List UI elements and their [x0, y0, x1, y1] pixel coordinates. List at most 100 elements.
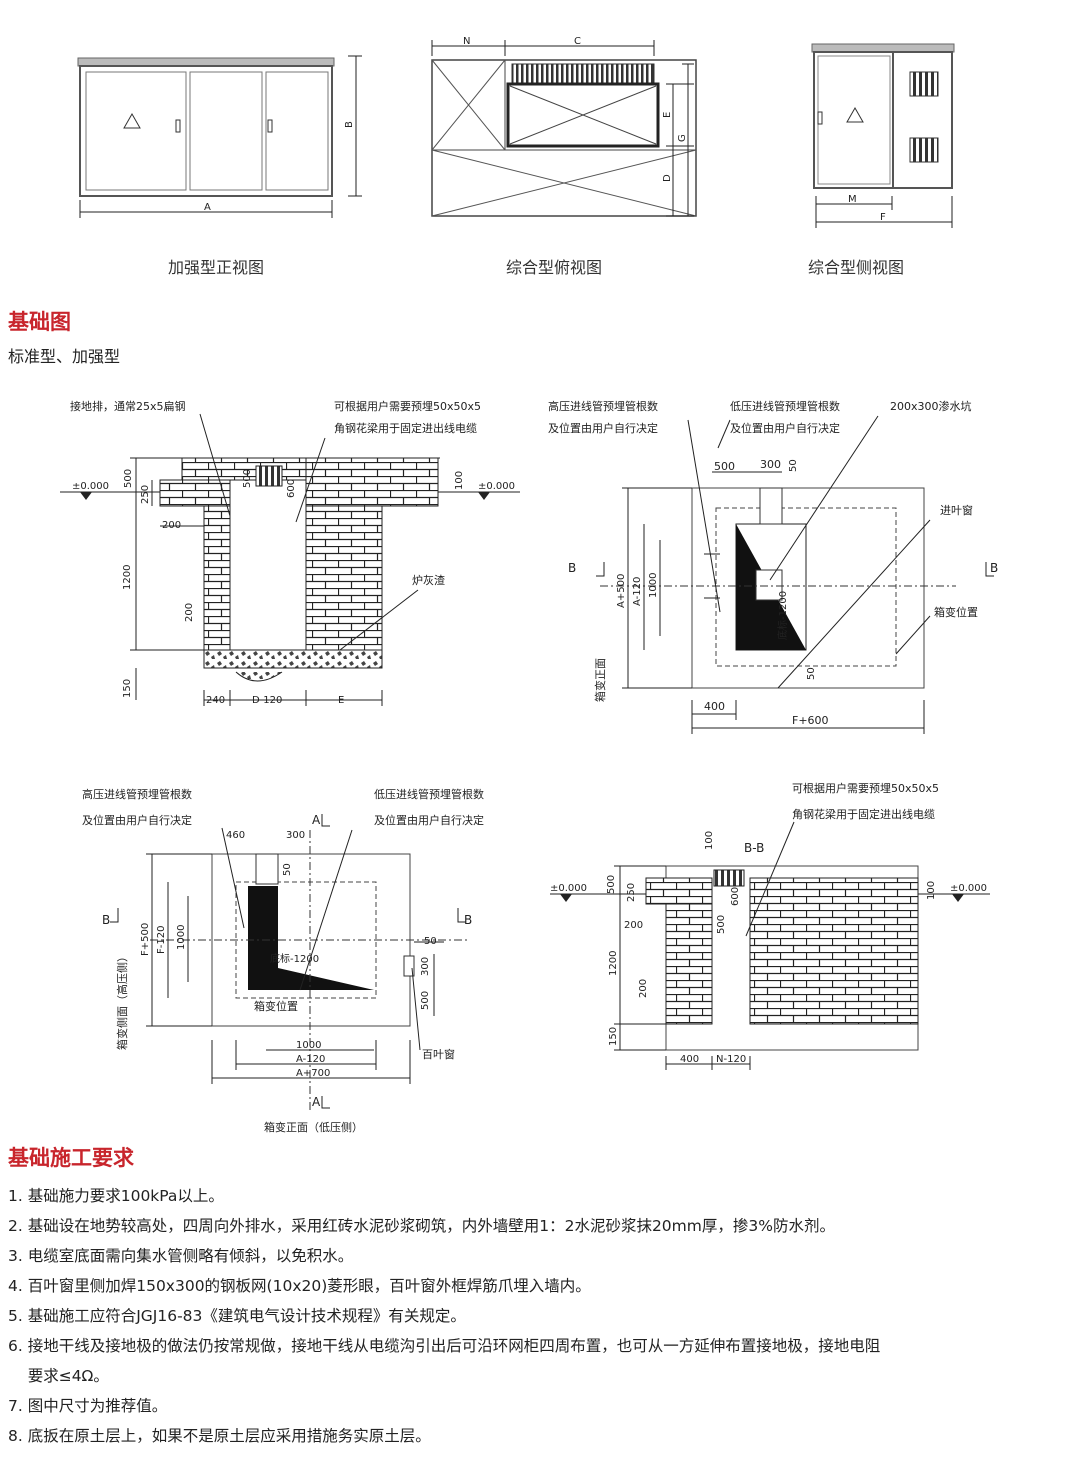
section-diagram-4: 可根据用户需要预埋50x50x5 角钢花梁用于固定进出线电缆 B-B ±0.00…: [550, 781, 990, 1070]
top-dim-g: G: [677, 134, 688, 142]
d3-note-b2: 及位置由用户自行决定: [374, 813, 484, 827]
d3-louver: 百叶窗: [422, 1047, 455, 1061]
d2-bottom-level: 底标-1200: [776, 591, 789, 640]
d2-note-b2: 及位置由用户自行决定: [730, 421, 840, 435]
top-dim-e: E: [662, 112, 673, 118]
d1-dim-250: 250: [140, 485, 151, 504]
requirement-item: 3. 电缆室底面需向集水管侧略有倾斜，以免积水。: [8, 1247, 354, 1265]
d2-dim-400: 400: [704, 700, 725, 713]
d4-dim-400: 400: [680, 1054, 699, 1065]
requirement-item: 8. 底扳在原土层上，如果不是原土层应采用措施务实原土层。: [8, 1427, 431, 1445]
d3-dim-a700: A+700: [296, 1068, 330, 1079]
requirement-item: 要求≤4Ω。: [8, 1367, 109, 1385]
section-title-foundation: 基础图: [8, 310, 71, 334]
d2-dim-50a: 50: [788, 459, 799, 472]
requirement-item: 7. 图中尺寸为推荐值。: [8, 1397, 168, 1415]
d3-dim-1000v: 1000: [176, 925, 187, 950]
d1-dim-240: 240: [206, 695, 225, 706]
d1-dim-500b: 500: [242, 469, 253, 488]
d2-note-c: 200x300渗水坑: [890, 399, 972, 413]
d4-dim-150: 150: [608, 1027, 619, 1046]
d4-note-b1: 可根据用户需要预埋50x50x5: [792, 781, 939, 795]
d3-bottom-level: 底标-1200: [270, 952, 319, 965]
d4-dim-1200: 1200: [608, 951, 619, 976]
d3-dim-460: 460: [226, 830, 245, 841]
d1-dim-200b: 200: [184, 603, 195, 622]
d1-note-a: 接地排，通常25x5扁钢: [70, 399, 186, 413]
d4-dim-200b: 200: [638, 979, 649, 998]
d3-b-right: B: [464, 913, 472, 927]
side-view-drawing: M F: [811, 43, 955, 228]
d3-note-a2: 及位置由用户自行决定: [82, 813, 192, 827]
d3-dim-50a: 50: [282, 863, 293, 876]
plan-diagram-3: 高压进线管预埋管根数 及位置由用户自行决定 低压进线管预埋管根数 及位置由用户自…: [82, 787, 484, 1134]
d2-box-position: 箱变位置: [934, 605, 978, 619]
d2-b-right: B: [990, 561, 998, 575]
front-view-drawing: A B: [77, 55, 362, 218]
requirement-item: 4. 百叶窗里侧加焊150x300的钢板网(10x20)菱形眼，百叶窗外框焊筋爪…: [8, 1277, 591, 1295]
side-dim-m: M: [848, 194, 857, 205]
d2-front-label: 箱变正面: [593, 658, 607, 702]
d2-dim-f600: F+600: [792, 714, 829, 727]
d3-side-view-label: 箱变侧面（高压侧）: [115, 951, 129, 1050]
d3-front-view-label: 箱变正面（低压侧）: [264, 1120, 363, 1134]
section-title-requirements: 基础施工要求: [8, 1146, 134, 1170]
d1-dim-150: 150: [122, 679, 133, 698]
d4-dim-100b: 100: [926, 881, 937, 900]
requirement-item: 5. 基础施工应符合JGJ16-83《建筑电气设计技术规程》有关规定。: [8, 1307, 466, 1325]
side-dim-f: F: [880, 212, 886, 223]
d4-dim-500a: 500: [606, 875, 617, 894]
d3-dim-a120: A-120: [296, 1054, 325, 1065]
requirement-item: 2. 基础设在地势较高处，四周向外排水，采用红砖水泥砂浆砌筑，内外墙壁用1：2水…: [8, 1217, 835, 1235]
d4-dim-500b: 500: [716, 915, 727, 934]
d3-dim-f120: F-120: [156, 926, 167, 954]
d3-dim-500: 500: [420, 991, 431, 1010]
caption-side-view: 综合型侧视图: [808, 258, 905, 277]
d1-note-b2: 角钢花梁用于固定进出线电缆: [334, 421, 477, 435]
d1-note-b1: 可根据用户需要预埋50x50x5: [334, 399, 481, 413]
d3-dim-1000h: 1000: [296, 1040, 321, 1051]
d2-note-a1: 高压进线管预埋管根数: [548, 399, 658, 413]
caption-front-view: 加强型正视图: [168, 258, 265, 277]
d4-note-b2: 角钢花梁用于固定进出线电缆: [792, 807, 935, 821]
caption-top-view: 综合型俯视图: [506, 258, 603, 277]
d3-box-position: 箱变位置: [254, 999, 298, 1013]
section-subtitle: 标准型、加强型: [8, 347, 121, 366]
front-dim-b: B: [344, 121, 355, 128]
d2-louver: 进叶窗: [940, 503, 973, 517]
d4-dim-100a: 100: [704, 831, 715, 850]
requirements-list: 1. 基础施力要求100kPa以上。 2. 基础设在地势较高处，四周向外排水，采…: [8, 1181, 880, 1451]
d1-dim-500a: 500: [123, 469, 134, 488]
d3-dim-50b: 50: [424, 936, 437, 947]
top-view-drawing: N C E G D: [431, 36, 697, 217]
d2-dim-500: 500: [714, 460, 735, 473]
requirement-item: 6. 接地干线及接地极的做法仍按常规做，接地干线从电缆沟引出后可沿环网柜四周布置…: [8, 1337, 881, 1355]
d3-note-a1: 高压进线管预埋管根数: [82, 787, 192, 801]
d4-dim-200a: 200: [624, 920, 643, 931]
top-dim-c: C: [574, 36, 581, 47]
d2-dim-a500: A+500: [616, 574, 627, 608]
plan-diagram-2: 高压进线管预埋管根数 及位置由用户自行决定 低压进线管预埋管根数 及位置由用户自…: [548, 399, 998, 734]
d1-dim-100: 100: [454, 471, 465, 490]
d2-dim-300: 300: [760, 458, 781, 471]
d1-ash-label: 炉灰渣: [412, 573, 445, 587]
d4-dim-600: 600: [730, 887, 741, 906]
d1-dim-1200: 1200: [122, 565, 133, 590]
d2-dim-1000: 1000: [648, 573, 659, 598]
d1-level-left: ±0.000: [72, 481, 109, 492]
d3-a-bottom: A: [312, 1095, 321, 1109]
d4-level-right: ±0.000: [950, 883, 987, 894]
front-dim-a: A: [204, 202, 211, 213]
d3-a-top: A: [312, 813, 321, 827]
top-dim-d: D: [662, 174, 673, 182]
d3-b-left: B: [102, 913, 110, 927]
d1-dim-e: E: [338, 695, 344, 706]
d4-dim-250: 250: [626, 883, 637, 902]
d4-section-label: B-B: [744, 841, 764, 855]
d2-b-left: B: [568, 561, 576, 575]
d2-dim-50b: 50: [806, 667, 817, 680]
d3-dim-300a: 300: [286, 830, 305, 841]
requirement-item: 1. 基础施力要求100kPa以上。: [8, 1187, 224, 1205]
d1-level-right: ±0.000: [478, 481, 515, 492]
